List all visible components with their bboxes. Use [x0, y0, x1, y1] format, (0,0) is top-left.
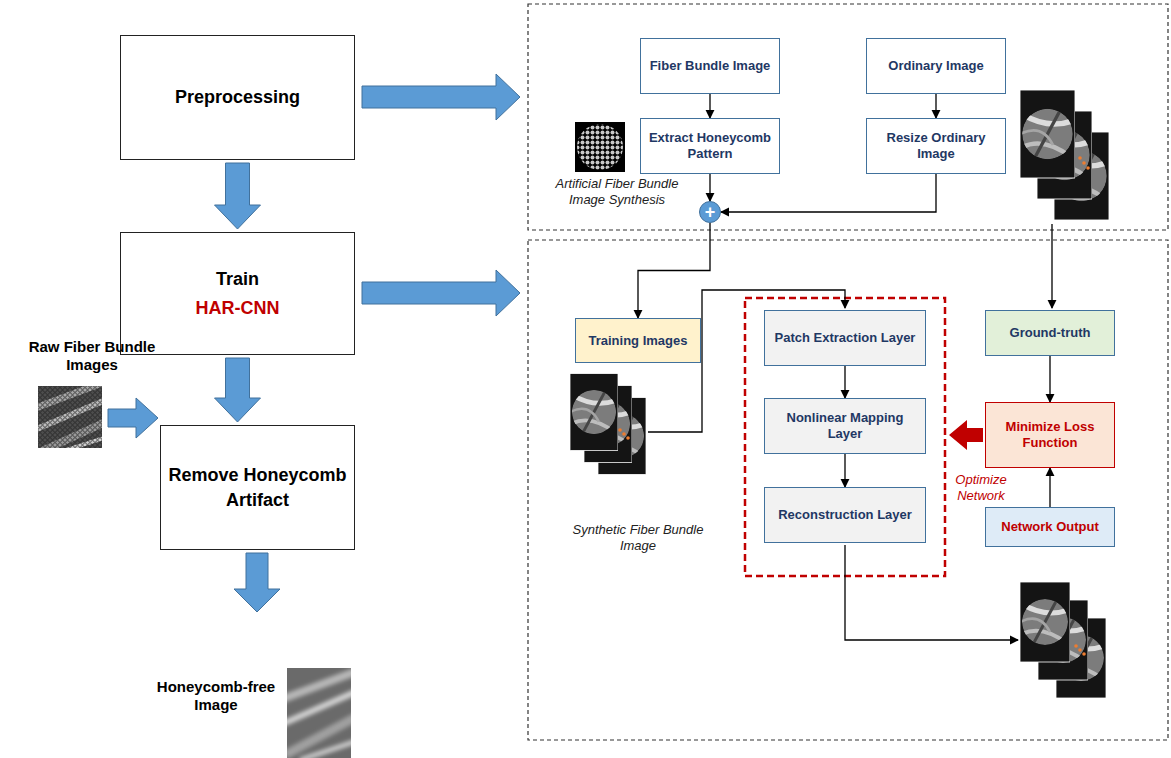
image-stack	[1020, 582, 1106, 698]
output-box: Network Output	[985, 507, 1115, 547]
caption-label: Artificial Fiber Bundle Image Synthesis	[538, 176, 696, 207]
optimize-arrow	[949, 420, 983, 450]
caption-label: Synthetic Fiber Bundle Image	[563, 522, 713, 553]
box-text: Minimize Loss Function	[991, 419, 1109, 450]
raw-image	[38, 386, 102, 448]
box-text: Train	[127, 267, 348, 291]
region-outline	[528, 4, 1168, 230]
box-text: Ground-truth	[991, 325, 1109, 341]
process-box: Ordinary Image	[866, 38, 1006, 94]
block-arrow	[362, 74, 520, 120]
box-text: Extract Honeycomb Pattern	[646, 130, 774, 161]
block-arrow	[215, 358, 261, 422]
leader-line	[845, 545, 1018, 640]
stage-box: Preprocessing	[120, 35, 355, 160]
layer-box: Patch Extraction Layer	[764, 310, 926, 366]
box-text: Nonlinear Mapping Layer	[770, 410, 920, 441]
region-outline	[528, 240, 1168, 740]
block-arrow	[215, 163, 261, 229]
connector-arrow	[709, 94, 710, 118]
block-arrow	[108, 398, 158, 438]
box-text: Resize Ordinary Image	[872, 130, 1000, 161]
connector-arrow	[935, 94, 936, 118]
honeycomb-thumbnail	[575, 122, 625, 172]
box-text: Reconstruction Layer	[770, 507, 920, 523]
data-box: Ground-truth	[985, 310, 1115, 356]
stage-box: Remove Honeycomb Artifact	[160, 425, 355, 550]
box-text: Fiber Bundle Image	[646, 58, 774, 74]
clean-image	[287, 668, 351, 758]
block-arrow	[362, 270, 520, 316]
block-arrow	[234, 553, 280, 612]
box-text: Ordinary Image	[872, 58, 1000, 74]
layer-box: Reconstruction Layer	[764, 487, 926, 543]
connector-arrow	[1049, 356, 1050, 402]
connector-arrow	[844, 454, 845, 487]
sum-circle: +	[699, 201, 721, 223]
output-label: Honeycomb-free Image	[150, 678, 282, 714]
box-text: Preprocessing	[127, 85, 348, 109]
connector-arrow	[721, 174, 936, 212]
data-box: Training Images	[575, 318, 701, 363]
layer-box: Nonlinear Mapping Layer	[764, 398, 926, 454]
process-box: Resize Ordinary Image	[866, 118, 1006, 174]
annotation-label: Optimize Network	[948, 472, 1014, 503]
box-text: Network Output	[991, 519, 1109, 535]
honeycomb-pattern	[577, 124, 623, 170]
box-text: Training Images	[581, 333, 695, 349]
process-box: Extract Honeycomb Pattern	[640, 118, 780, 174]
image-stack	[570, 374, 646, 475]
process-box: Fiber Bundle Image	[640, 38, 780, 94]
box-text: HAR-CNN	[127, 296, 348, 320]
input-label: Raw Fiber Bundle Images	[12, 338, 172, 374]
loss-box: Minimize Loss Function	[985, 402, 1115, 468]
connector-arrow	[709, 174, 710, 201]
connector-arrow	[844, 366, 845, 398]
leader-line	[1051, 224, 1052, 308]
box-text: Patch Extraction Layer	[770, 330, 920, 346]
image-stack	[1020, 90, 1109, 220]
box-text: +	[700, 203, 720, 221]
box-text: Remove Honeycomb Artifact	[167, 463, 348, 512]
network-outline	[745, 298, 945, 576]
stage-box: TrainHAR-CNN	[120, 232, 355, 355]
connector-arrow	[1049, 468, 1050, 507]
connector-arrow	[638, 223, 710, 318]
